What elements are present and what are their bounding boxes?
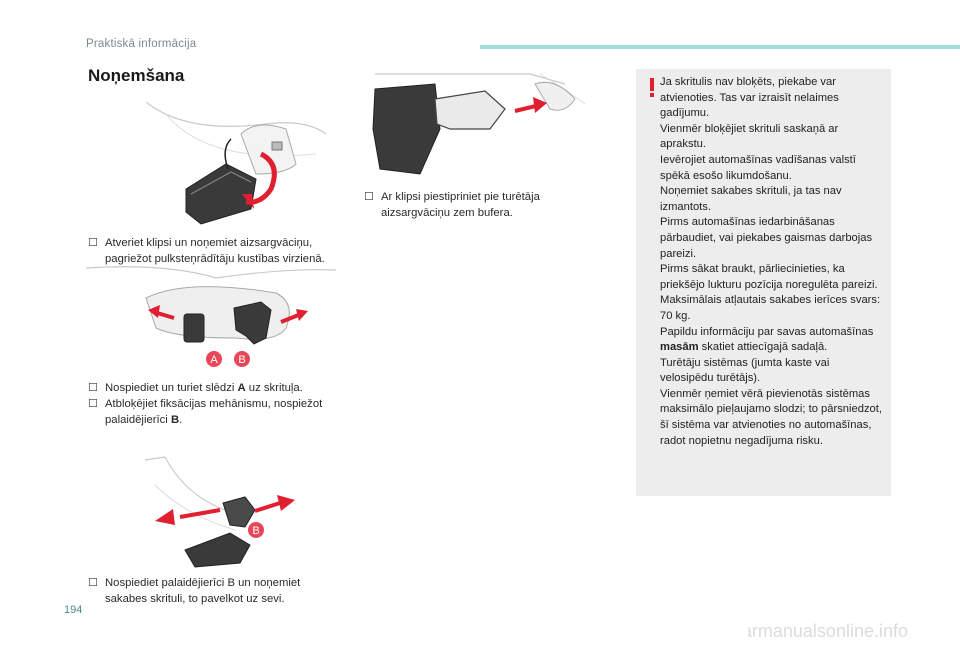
- step-text: Nospiediet palaidējierīci B un noņemiet …: [105, 577, 301, 605]
- warning-box: Ja skritulis nav bloķēts, piekabe var at…: [636, 69, 891, 496]
- running-header: Praktiskā informācija: [86, 38, 197, 50]
- step-text-pre: Atbloķējiet fiksācijas mehānismu, nospie…: [105, 398, 323, 426]
- warning-line: Maksimālais atļautais sakabes ierīces sv…: [660, 294, 881, 322]
- figure-attach-cover: [365, 69, 595, 185]
- step-text-post: uz skrituļa.: [245, 382, 303, 394]
- svg-text:carmanualsonline.info: carmanualsonline.info: [748, 621, 908, 641]
- step-text-bold: A: [237, 382, 246, 394]
- warning-text: Ja skritulis nav bloķēts, piekabe var at…: [660, 75, 885, 449]
- figure-switch-a-b: A B: [86, 258, 336, 370]
- step-text: Atveriet klipsi un noņemiet aizsargvāciņ…: [105, 237, 325, 265]
- page-number: 194: [64, 604, 83, 616]
- caption-step2: ☐ Nospiediet un turiet slēdzi A uz skrit…: [88, 380, 338, 428]
- checkbox-bullet-icon: ☐: [88, 237, 98, 249]
- label-b: B: [252, 525, 259, 537]
- warning-line: Ja skritulis nav bloķēts, piekabe var at…: [660, 76, 839, 120]
- warning-line: Turētāju sistēmas (jumta kaste vai velos…: [660, 356, 830, 385]
- checkbox-bullet-icon: ☐: [364, 191, 374, 203]
- warning-line: Pirms automašīnas iedarbināšanas pārbaud…: [660, 216, 873, 260]
- figure-remove-ball: B: [145, 455, 305, 571]
- list-item: ☐ Ar klipsi piestipriniet pie turētāja a…: [364, 189, 584, 221]
- step-text: Ar klipsi piestipriniet pie turētāja aiz…: [381, 191, 540, 219]
- figure-remove-cover: [146, 94, 326, 234]
- warning-line: Vienmēr ņemiet vērā pievienotās sistēmas…: [660, 387, 882, 447]
- warning-line: Noņemiet sakabes skrituli, ja tas nav iz…: [660, 185, 842, 213]
- warning-line: Vienmēr bloķējiet skrituli saskaņā ar ap…: [660, 122, 839, 151]
- label-b: B: [238, 354, 245, 366]
- warning-line: Pirms sākat braukt, pārliecinieties, ka …: [660, 263, 878, 291]
- warning-line-info: Papildu informāciju par savas automašīna…: [660, 325, 874, 354]
- step-text-bold: B: [170, 414, 180, 426]
- warning-line: Ievērojiet automašīnas vadīšanas valstī …: [660, 153, 856, 182]
- checkbox-bullet-icon: ☐: [88, 577, 98, 589]
- caption-step4: ☐ Ar klipsi piestipriniet pie turētāja a…: [364, 189, 584, 221]
- caption-step3: ☐ Nospiediet palaidējierīci B un noņemie…: [88, 575, 338, 607]
- section-title: Noņemšana: [88, 66, 185, 85]
- checkbox-bullet-icon: ☐: [88, 398, 98, 410]
- caption-step1: ☐ Atveriet klipsi un noņemiet aizsargvāc…: [88, 235, 343, 267]
- checkbox-bullet-icon: ☐: [88, 382, 98, 394]
- exclamation-icon: [650, 78, 654, 97]
- list-item: ☐ Nospiediet un turiet slēdzi A uz skrit…: [88, 380, 338, 396]
- header-accent-bar: [480, 45, 960, 49]
- list-item: ☐ Atveriet klipsi un noņemiet aizsargvāc…: [88, 235, 343, 267]
- list-item: ☐ Atbloķējiet fiksācijas mehānismu, nosp…: [88, 396, 338, 428]
- watermark: carmanualsonline.info: [748, 621, 908, 641]
- step-text-post: .: [179, 414, 183, 426]
- list-item: ☐ Nospiediet palaidējierīci B un noņemie…: [88, 575, 338, 607]
- step-text-pre: Nospiediet un turiet slēdzi: [105, 382, 238, 394]
- label-a: A: [210, 354, 218, 366]
